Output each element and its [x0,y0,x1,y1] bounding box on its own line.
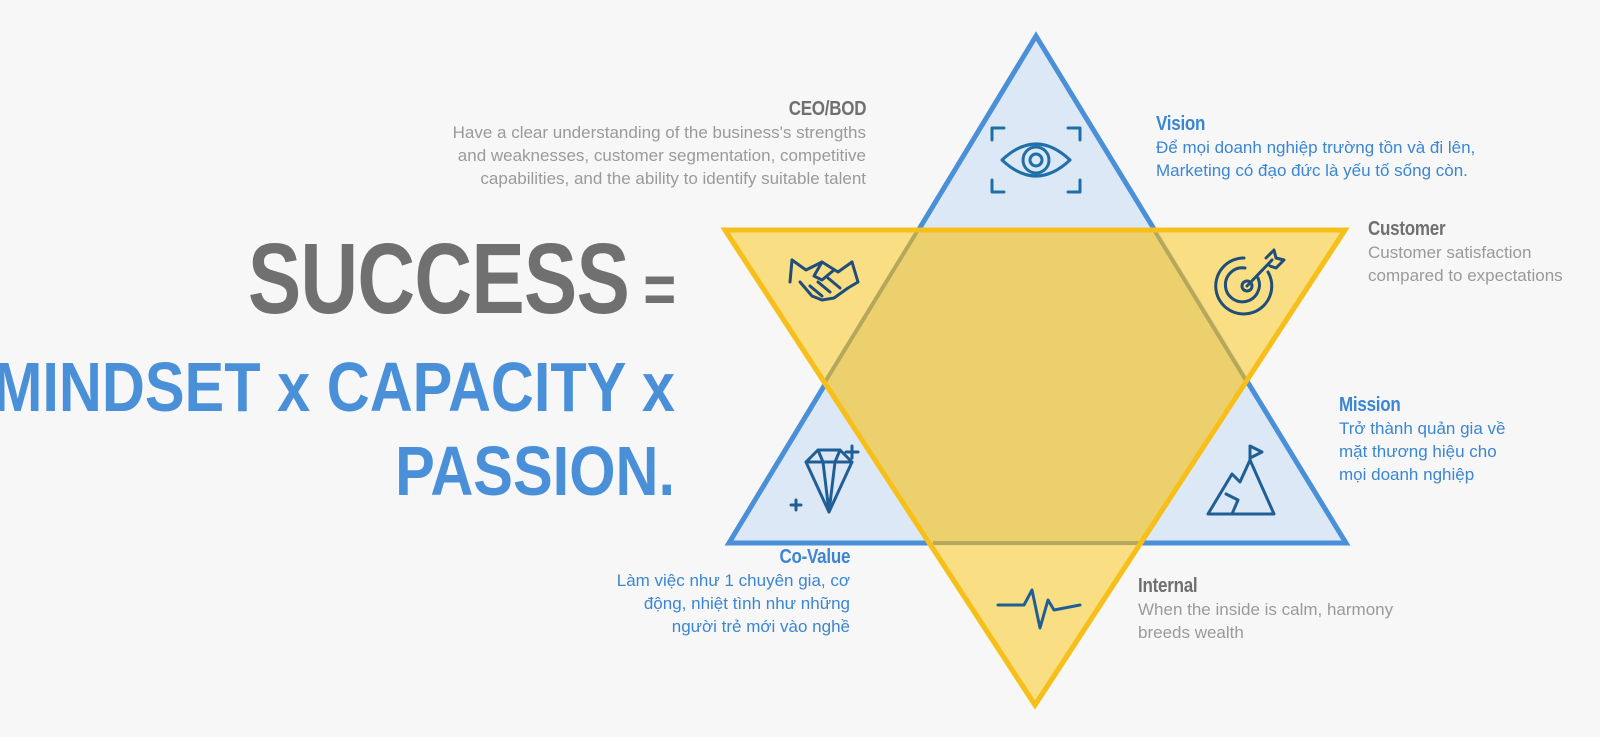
vision-line-2: Marketing có đạo đức là yếu tố sống còn. [1156,161,1468,180]
ceo-bod-title: CEO/BOD [788,98,866,120]
success-heading: SUCCESS= [247,222,676,337]
internal-block: Internal When the inside is calm, harmon… [1138,575,1458,644]
overlap-hexagon [825,230,1247,543]
internal-line-2: breeds wealth [1138,623,1244,642]
customer-line-1: Customer satisfaction [1368,243,1532,262]
vision-line-1: Để mọi doanh nghiệp trường tồn và đi lên… [1156,138,1476,157]
internal-title: Internal [1138,575,1198,597]
vision-block: Vision Để mọi doanh nghiệp trường tồn và… [1156,113,1576,182]
mission-line-1: Trở thành quản gia về [1339,419,1506,438]
handshake-icon [788,258,860,302]
customer-line-2: compared to expectations [1368,266,1563,285]
ceo-bod-line-1: Have a clear understanding of the busine… [452,123,866,142]
mission-line-2: mặt thương hiệu cho [1339,442,1497,461]
mission-block: Mission Trở thành quản gia về mặt thương… [1339,394,1579,486]
vision-title: Vision [1156,113,1206,135]
ceo-bod-line-2: and weaknesses, customer segmentation, c… [457,146,866,165]
customer-title: Customer [1368,218,1446,240]
mission-title: Mission [1339,394,1401,416]
equals-sign: = [643,250,676,328]
eye-icon [990,126,1082,194]
ceo-bod-block: CEO/BOD Have a clear understanding of th… [366,98,867,190]
co-value-title: Co-Value [779,546,850,568]
formula-line-2: PASSION. [395,432,675,510]
target-icon [1214,248,1286,316]
heartbeat-icon [996,588,1082,630]
co-value-line-2: động, nhiệt tình như những [643,594,850,613]
diamond-icon [789,444,860,514]
ceo-bod-line-3: capabilities, and the ability to identif… [480,169,866,188]
mountain-flag-icon [1206,444,1276,516]
co-value-line-3: người trẻ mới vào nghề [671,617,850,636]
co-value-line-1: Làm việc như 1 chuyên gia, cơ [616,571,850,590]
customer-block: Customer Customer satisfaction compared … [1368,218,1593,287]
formula-line-1: MINDSET x CAPACITY x [0,348,676,426]
internal-line-1: When the inside is calm, harmony [1138,600,1394,619]
success-formula: MINDSET x CAPACITY x PASSION. [0,345,675,513]
success-word: SUCCESS [247,223,630,335]
co-value-block: Co-Value Làm việc như 1 chuyên gia, cơ đ… [550,546,851,638]
mission-line-3: mọi doanh nghiệp [1339,465,1475,484]
